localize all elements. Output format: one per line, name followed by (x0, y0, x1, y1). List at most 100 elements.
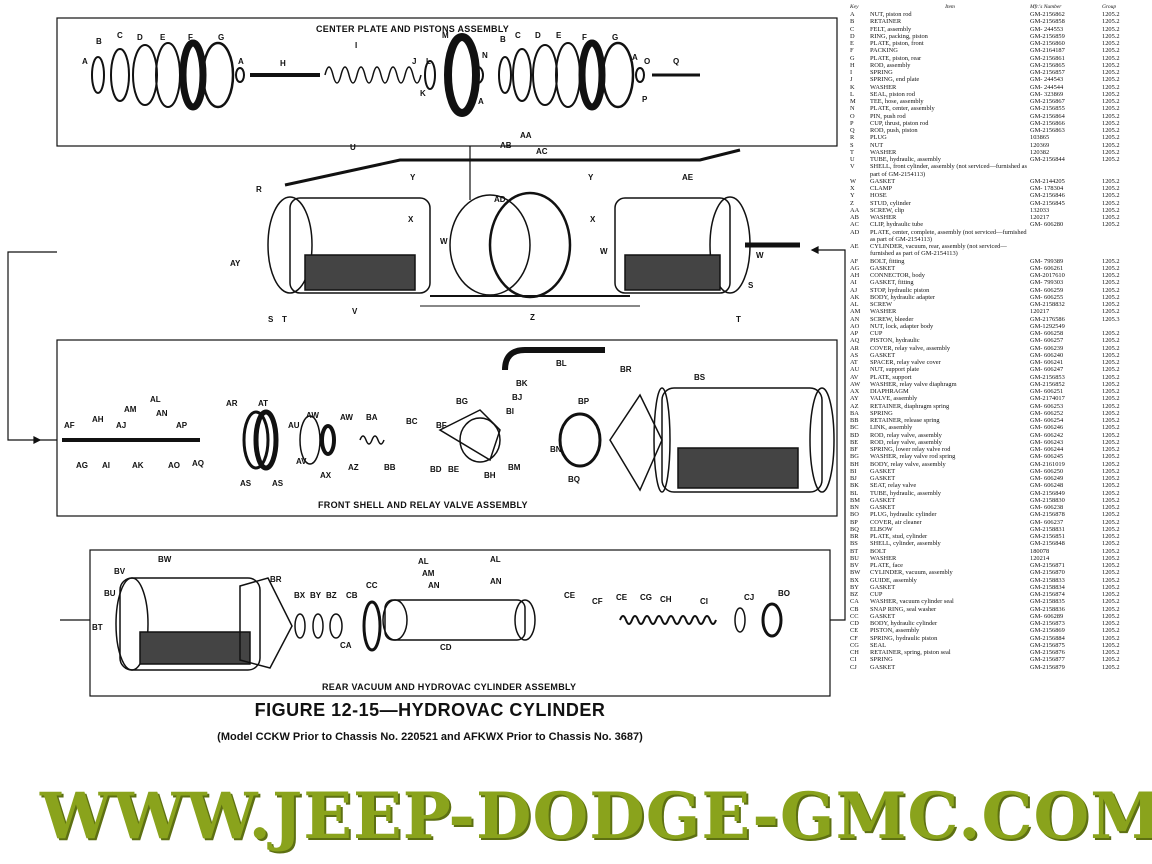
part-key: M (850, 98, 856, 105)
svg-text:CD: CD (440, 643, 452, 652)
svg-text:BP: BP (578, 397, 590, 406)
part-key: CB (850, 605, 859, 613)
svg-text:CI: CI (700, 597, 708, 606)
svg-text:AP: AP (176, 421, 188, 430)
part-number: GM- 799389 (1030, 257, 1064, 265)
part-number: 120382 (1030, 148, 1050, 156)
part-number: GM- 799303 (1030, 279, 1064, 287)
part-key: BM (850, 496, 860, 504)
part-key: H (850, 61, 855, 69)
part-item: RING, packing, piston (870, 32, 928, 40)
part-group: 1205.2 (1102, 156, 1120, 163)
part-key: N (850, 105, 855, 113)
part-group: 1205.2 (1102, 605, 1120, 613)
svg-text:A: A (238, 57, 244, 66)
part-number: GM-2156876 (1030, 649, 1065, 656)
part-item: SPRING (870, 69, 893, 76)
part-group: 1205.2 (1102, 257, 1120, 265)
svg-text:BW: BW (158, 555, 172, 564)
part-item: PLATE, face (870, 562, 904, 569)
part-item: SCREW, bleeder (870, 315, 914, 323)
svg-text:AD: AD (494, 195, 506, 204)
svg-text:AQ: AQ (192, 459, 204, 468)
svg-text:AV: AV (296, 457, 307, 466)
svg-text:AF: AF (64, 421, 75, 430)
part-item: GASKET (870, 663, 896, 671)
part-number: GM- 606243 (1030, 438, 1064, 446)
part-number: GM- 606255 (1030, 293, 1064, 301)
part-number: GM-2156857 (1030, 69, 1065, 76)
svg-text:BX: BX (294, 591, 306, 600)
svg-text:AS: AS (272, 479, 284, 488)
part-group: 1205.2 (1102, 627, 1120, 635)
part-item: BODY, hydraulic cylinder (870, 620, 938, 627)
svg-text:BG: BG (456, 397, 468, 406)
part-item: GASKET (870, 583, 896, 591)
part-key: F (850, 47, 854, 55)
part-item: CLIP, hydraulic tube (870, 221, 924, 229)
part-group: 1205.2 (1102, 25, 1120, 33)
part-group: 1205.2 (1102, 40, 1120, 47)
part-item: CONNECTOR, body (870, 272, 925, 279)
svg-text:BQ: BQ (568, 475, 580, 484)
part-number: GM- 244543 (1030, 76, 1064, 84)
part-group: 1205.2 (1102, 344, 1120, 352)
svg-text:AI: AI (102, 461, 110, 470)
part-key: AP (850, 330, 859, 337)
part-number: GM- 606251 (1030, 388, 1064, 395)
part-number: GM-2156845 (1030, 199, 1065, 207)
part-number: GM- 244553 (1030, 25, 1064, 33)
part-group: 1205.2 (1102, 395, 1120, 403)
svg-text:BV: BV (114, 567, 126, 576)
svg-text:B: B (96, 37, 102, 46)
part-item: STOP, hydraulic piston (870, 286, 930, 294)
part-item: CUP, thrust, piston rod (870, 119, 929, 127)
svg-text:U: U (350, 143, 356, 152)
part-number: GM-2017610 (1030, 272, 1065, 279)
part-key: W (850, 177, 857, 185)
svg-text:BO: BO (778, 589, 790, 598)
part-key: BD (850, 431, 859, 439)
part-group: 1205.2 (1102, 105, 1120, 113)
svg-text:BH: BH (484, 471, 496, 480)
part-number: GM-2158835 (1030, 598, 1065, 606)
part-group: 1205.2 (1102, 409, 1120, 417)
bottom-panel-title: REAR VACUUM AND HYDROVAC CYLINDER ASSEMB… (322, 682, 576, 692)
part-group: 1205.2 (1102, 90, 1120, 98)
part-group: 1205.2 (1102, 373, 1120, 381)
svg-text:AN: AN (156, 409, 168, 418)
part-number: GM- 323869 (1030, 90, 1064, 98)
part-group (1102, 323, 1132, 330)
part-number: GM- 606245 (1030, 453, 1064, 461)
svg-text:I: I (355, 41, 357, 50)
part-key: BI (850, 467, 857, 475)
svg-text:O: O (644, 57, 650, 66)
part-number: GM-2144205 (1030, 177, 1065, 185)
part-key: BR (850, 533, 859, 540)
part-item: BODY, relay valve, assembly (870, 460, 946, 468)
part-group: 1205.2 (1102, 663, 1120, 671)
part-item: PLATE, piston, rear (870, 54, 922, 62)
part-number: GM-2158832 (1030, 301, 1065, 308)
svg-text:AL: AL (418, 557, 429, 566)
part-group: 1205.2 (1102, 446, 1120, 453)
part-number: GM-2156871 (1030, 562, 1065, 569)
svg-text:W: W (756, 251, 764, 260)
svg-text:BM: BM (508, 463, 521, 472)
part-key: BQ (850, 525, 859, 533)
svg-text:AM: AM (124, 405, 137, 414)
